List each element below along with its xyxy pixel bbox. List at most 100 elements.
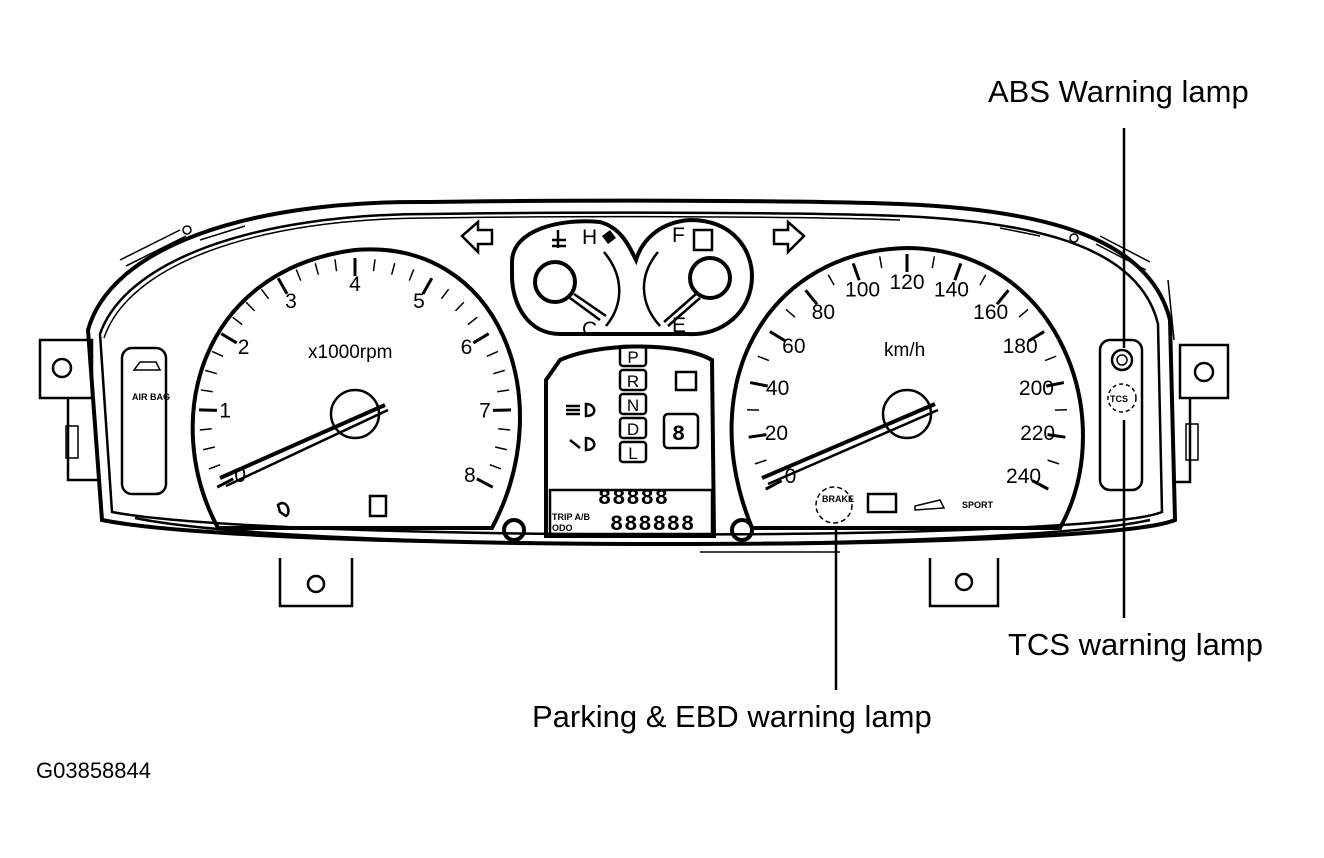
door-ajar-icon <box>370 496 386 516</box>
gear-letter: P <box>627 348 638 367</box>
gear-letter: N <box>627 396 639 415</box>
coolant-temp-icon <box>552 230 566 248</box>
speedometer-tick <box>932 256 934 268</box>
speedometer-tick <box>828 275 834 285</box>
speedometer-tick <box>755 460 766 464</box>
tachometer-tick <box>315 263 318 275</box>
speedometer-scale-label: 120 <box>889 271 924 294</box>
tachometer-tick <box>441 289 448 299</box>
tachometer-scale-label: 8 <box>464 464 476 487</box>
tachometer-needle <box>220 405 385 478</box>
tachometer-scale-label: 5 <box>413 290 425 313</box>
left-turn-arrow-icon <box>462 222 492 252</box>
fuel-pump-icon <box>694 230 712 250</box>
speedometer-tick <box>880 256 882 268</box>
gear-letter: D <box>627 420 639 439</box>
trip-reset-knob[interactable] <box>504 520 524 540</box>
tachometer-tick <box>493 370 505 373</box>
tachometer-hub <box>331 390 379 438</box>
tachometer-tick <box>373 259 375 271</box>
battery-icon <box>868 494 896 512</box>
tachometer-tick <box>335 259 337 271</box>
lcd-upper-digits: 88888 <box>598 486 669 511</box>
tachometer-tick <box>261 289 268 299</box>
bottom-left-mount <box>280 558 352 606</box>
tachometer-scale-label: 3 <box>285 290 297 313</box>
tachometer-tick <box>212 351 223 356</box>
speedometer-tick <box>786 309 795 317</box>
temp-hot-mark: H <box>582 226 597 249</box>
speedometer-scale-label: 20 <box>765 422 788 445</box>
tachometer-tick <box>409 269 414 280</box>
speedometer-scale-label: 220 <box>1020 422 1055 445</box>
tachometer-scale-label: 6 <box>461 336 473 359</box>
tachometer-tick <box>203 447 215 450</box>
tachometer-tick <box>495 447 507 450</box>
tachometer-tick <box>296 269 301 280</box>
seatbelt-icon <box>134 362 160 370</box>
fuel-empty-mark: E <box>672 314 686 337</box>
bottom-right-mount <box>930 558 998 606</box>
speedometer-scale-label: 160 <box>973 301 1008 324</box>
tachometer-tick <box>201 390 213 392</box>
trip-label: TRIP A/B <box>552 512 591 522</box>
right-turn-arrow-icon <box>774 222 804 252</box>
lcd-lower-digits: 888888 <box>610 512 695 537</box>
tachometer-unit: x1000rpm <box>308 342 393 363</box>
figure-id: G03858844 <box>36 758 151 783</box>
speedometer-scale-label: 60 <box>782 335 805 358</box>
tachometer-tick <box>490 465 501 469</box>
speedometer-scale-label: 100 <box>845 279 880 302</box>
tachometer-tick <box>487 351 498 356</box>
abs-tcs-warning-panel: TCS <box>1100 340 1142 490</box>
speedometer-unit: km/h <box>884 340 925 361</box>
odo-label: ODO <box>552 523 573 533</box>
speedometer-scale-label: 240 <box>1006 465 1041 488</box>
tachometer-tick <box>477 479 493 487</box>
speedometer-scale-label: 200 <box>1019 377 1054 400</box>
tachometer-tick <box>221 334 236 343</box>
right-mount-bracket <box>1172 345 1228 482</box>
hot-indicator-icon <box>602 230 616 244</box>
tachometer-scale-label: 4 <box>349 273 361 296</box>
temp-gauge-hub <box>535 262 575 302</box>
abs-lamp-icon <box>1112 350 1132 370</box>
gear-letter: L <box>628 444 637 463</box>
abs-warning-lamp-label: ABS Warning lamp <box>988 74 1249 109</box>
tachometer-tick <box>473 334 488 343</box>
speedometer-tick <box>1048 460 1059 464</box>
gear-digit: 8 <box>672 422 686 447</box>
speedometer-scale-label: 140 <box>934 279 969 302</box>
tachometer-tick <box>205 370 217 373</box>
tachometer-scale-label: 7 <box>479 400 491 423</box>
seatbelt-warning-icon <box>278 503 288 516</box>
tachometer-tick <box>209 465 220 469</box>
speedometer-tick <box>980 275 986 285</box>
airbag-warning-panel: AIR BAG <box>122 348 170 494</box>
speedometer-tick <box>1019 309 1028 317</box>
speedometer-scale-label: 40 <box>766 377 789 400</box>
tachometer-tick <box>200 429 212 430</box>
tcs-label: TCS <box>1110 394 1128 404</box>
tachometer-scale-label: 1 <box>219 400 231 423</box>
fuel-gauge-hub <box>690 258 730 298</box>
fuel-low-icon <box>676 372 696 390</box>
speedometer-tick <box>1045 356 1056 360</box>
tachometer-tick <box>497 390 509 392</box>
tachometer-tick <box>468 317 477 324</box>
temp-cold-mark: C <box>582 318 597 341</box>
parking-ebd-warning-lamp-label: Parking & EBD warning lamp <box>532 699 932 734</box>
illumination-knob[interactable] <box>732 520 752 540</box>
brake-label: BRAKE <box>822 494 854 504</box>
temp-fuel-gauge-panel: H C F E <box>512 220 752 341</box>
parking-ebd-lamp-icon <box>816 487 852 523</box>
tachometer-tick <box>233 317 242 324</box>
tachometer-scale-label: 2 <box>238 336 250 359</box>
speedometer-scale-label: 80 <box>812 301 835 324</box>
speedometer-tick <box>758 356 769 360</box>
tachometer-tick <box>246 302 254 311</box>
